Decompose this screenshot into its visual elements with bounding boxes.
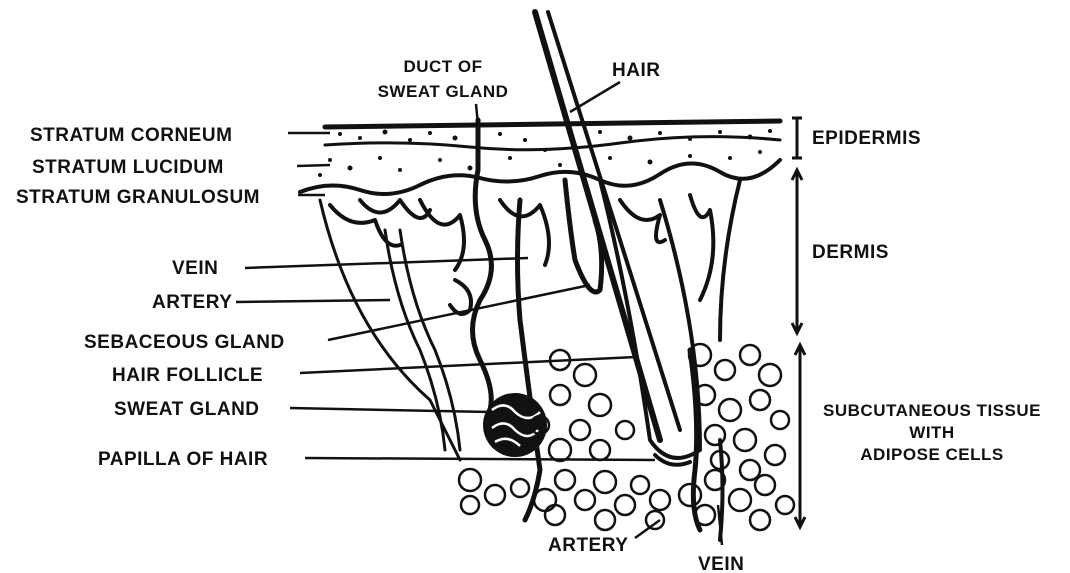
label-hair: HAIR bbox=[612, 60, 660, 81]
sebaceous-gland-shape bbox=[565, 180, 602, 292]
dermis-bracket bbox=[792, 170, 802, 333]
label-sweat-gland: SWEAT GLAND bbox=[114, 399, 260, 420]
label-hair-follicle: HAIR FOLLICLE bbox=[112, 365, 263, 386]
labels: DUCT OF SWEAT GLAND HAIR STRATUM CORNEUM… bbox=[16, 57, 1041, 573]
label-artery-bottom: ARTERY bbox=[548, 535, 628, 556]
sweat-gland-duct bbox=[473, 120, 492, 410]
vein-vessel bbox=[518, 200, 541, 520]
label-sebaceous-gland: SEBACEOUS GLAND bbox=[84, 332, 285, 353]
label-stratum-lucidum: STRATUM LUCIDUM bbox=[32, 157, 224, 178]
label-stratum-granulosum: STRATUM GRANULOSUM bbox=[16, 187, 260, 208]
epidermis-layer bbox=[325, 121, 780, 127]
label-duct-line1: DUCT OF bbox=[403, 57, 482, 76]
label-dermis: DERMIS bbox=[812, 242, 889, 263]
label-epidermis: EPIDERMIS bbox=[812, 128, 921, 149]
label-subcutaneous-line3: ADIPOSE CELLS bbox=[860, 445, 1003, 464]
skin-illustration bbox=[300, 12, 794, 540]
label-stratum-corneum: STRATUM CORNEUM bbox=[30, 125, 232, 146]
label-vein: VEIN bbox=[172, 258, 218, 279]
label-subcutaneous-line2: WITH bbox=[909, 423, 954, 442]
brackets bbox=[792, 118, 805, 527]
label-subcutaneous-line1: SUBCUTANEOUS TISSUE bbox=[823, 401, 1041, 420]
sweat-gland-coil bbox=[483, 393, 547, 457]
label-papilla-of-hair: PAPILLA OF HAIR bbox=[98, 449, 268, 470]
subcutaneous-bracket bbox=[795, 345, 805, 527]
label-artery: ARTERY bbox=[152, 292, 232, 313]
label-duct-line2: SWEAT GLAND bbox=[378, 82, 509, 101]
epidermis-bracket bbox=[792, 118, 802, 158]
label-vein-bottom: VEIN bbox=[698, 554, 744, 573]
